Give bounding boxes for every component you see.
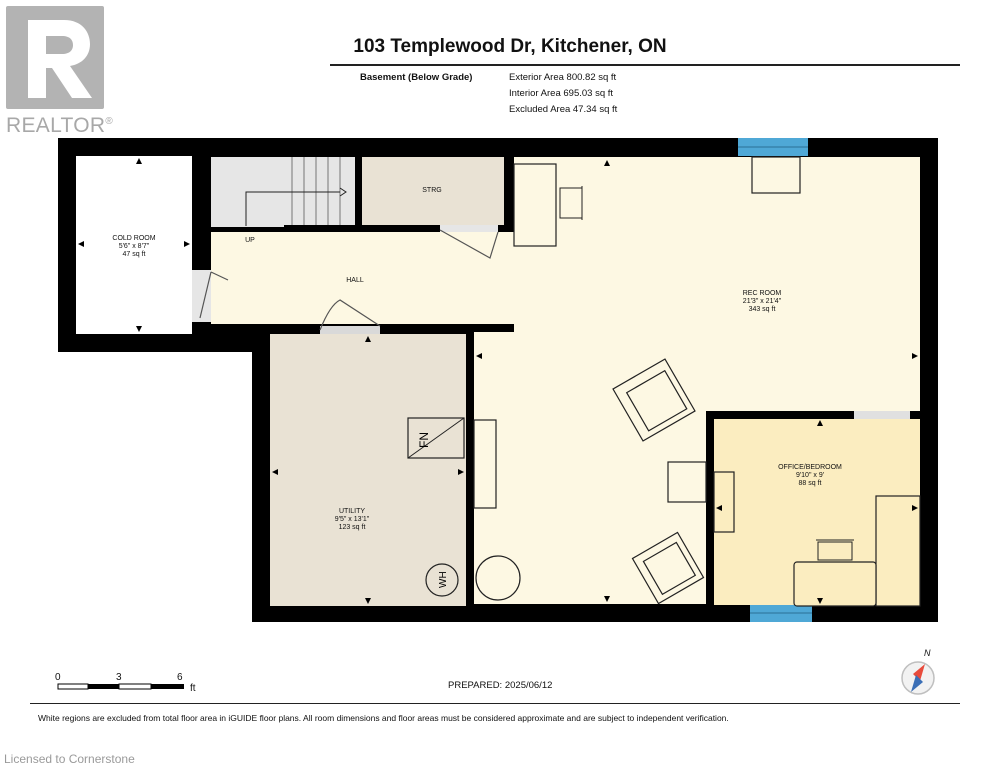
utility-door-swing xyxy=(319,299,381,331)
furnace-icon xyxy=(407,417,465,459)
rec-room-name: REC ROOM xyxy=(743,290,782,297)
interior-area: Interior Area 695.03 sq ft xyxy=(509,88,614,99)
scale-tick-0: 0 xyxy=(55,672,61,683)
office-doorway xyxy=(854,411,910,419)
realtor-wordmark: REALTOR xyxy=(6,114,106,137)
round-table xyxy=(475,555,521,601)
office-desk xyxy=(793,561,877,607)
utility-area: 123 sq ft xyxy=(339,524,366,531)
wall-stair-storage xyxy=(355,157,362,227)
page-title: 103 Templewood Dr, Kitchener, ON xyxy=(353,36,667,57)
north-compass: N xyxy=(898,648,944,698)
rec-room-connector xyxy=(504,232,516,332)
stairs-up-label: UP xyxy=(245,237,255,244)
hall-name: HALL xyxy=(346,277,364,284)
cold-room-dims: 5'6" x 8'7" xyxy=(119,243,150,250)
footer-divider xyxy=(30,703,960,704)
compass-north-label: N xyxy=(924,648,931,658)
realtor-logo-mark xyxy=(6,6,104,109)
office-dims: 9'10" x 9' xyxy=(796,472,824,479)
office-closet xyxy=(875,495,921,607)
excluded-area: Excluded Area 47.34 sq ft xyxy=(509,104,618,115)
armchair-2 xyxy=(631,531,705,605)
cold-room-area: 47 sq ft xyxy=(123,251,146,258)
rec-room-dims: 21'3" x 21'4" xyxy=(743,298,782,305)
disclaimer-text: White regions are excluded from total fl… xyxy=(38,713,729,723)
furnace-label: FN xyxy=(417,432,431,448)
scale-unit: ft xyxy=(190,683,196,694)
cold-room-name: COLD ROOM xyxy=(112,235,155,242)
realtor-logo: REALTOR® xyxy=(6,6,113,137)
exterior-area: Exterior Area 800.82 sq ft xyxy=(509,72,617,83)
utility-doorway xyxy=(320,326,380,334)
storage-name: STRG xyxy=(422,187,441,194)
storage-door-swing xyxy=(439,229,499,259)
tv-console xyxy=(751,156,801,194)
utility-name: UTILITY xyxy=(339,508,365,515)
shelf-unit xyxy=(473,419,497,509)
utility-dims: 9'5" x 13'1" xyxy=(335,516,370,523)
wall-utility-right xyxy=(466,334,474,606)
side-table xyxy=(667,461,707,503)
wall-hall-top xyxy=(284,225,420,232)
registered-mark: ® xyxy=(105,116,114,127)
desk-rec xyxy=(513,163,557,247)
rec-room-area: 343 sq ft xyxy=(749,306,776,313)
wall-office-top xyxy=(706,411,854,419)
wall-office-left xyxy=(706,411,714,607)
hall-floor xyxy=(211,232,504,324)
title-divider xyxy=(330,64,960,66)
water-heater-icon xyxy=(425,563,459,597)
wall-hall-bottom xyxy=(380,324,514,332)
license-watermark: Licensed to Cornerstone xyxy=(4,752,135,766)
office-area: 88 sq ft xyxy=(799,480,822,487)
desk-chair-rec xyxy=(559,186,583,220)
staircase xyxy=(245,157,347,226)
cold-room-floor xyxy=(76,156,192,334)
scale-tick-6: 6 xyxy=(177,672,183,683)
scale-bar xyxy=(57,683,184,690)
scale-tick-3: 3 xyxy=(116,672,122,683)
storage-floor xyxy=(362,157,504,225)
office-shelf xyxy=(713,471,735,533)
realtor-r-icon xyxy=(28,20,92,98)
floor-level-label: Basement (Below Grade) xyxy=(360,72,473,83)
cold-room-doorway xyxy=(192,270,211,322)
armchair-1 xyxy=(612,358,696,442)
utility-floor xyxy=(270,334,466,606)
office-name: OFFICE/BEDROOM xyxy=(778,464,842,471)
office-chair xyxy=(816,539,854,561)
storage-doorway xyxy=(440,225,498,232)
cold-room-door-swing xyxy=(199,271,229,319)
water-heater-label: WH xyxy=(438,571,449,588)
prepared-date: PREPARED: 2025/06/12 xyxy=(448,680,553,691)
compass-icon xyxy=(901,661,935,695)
